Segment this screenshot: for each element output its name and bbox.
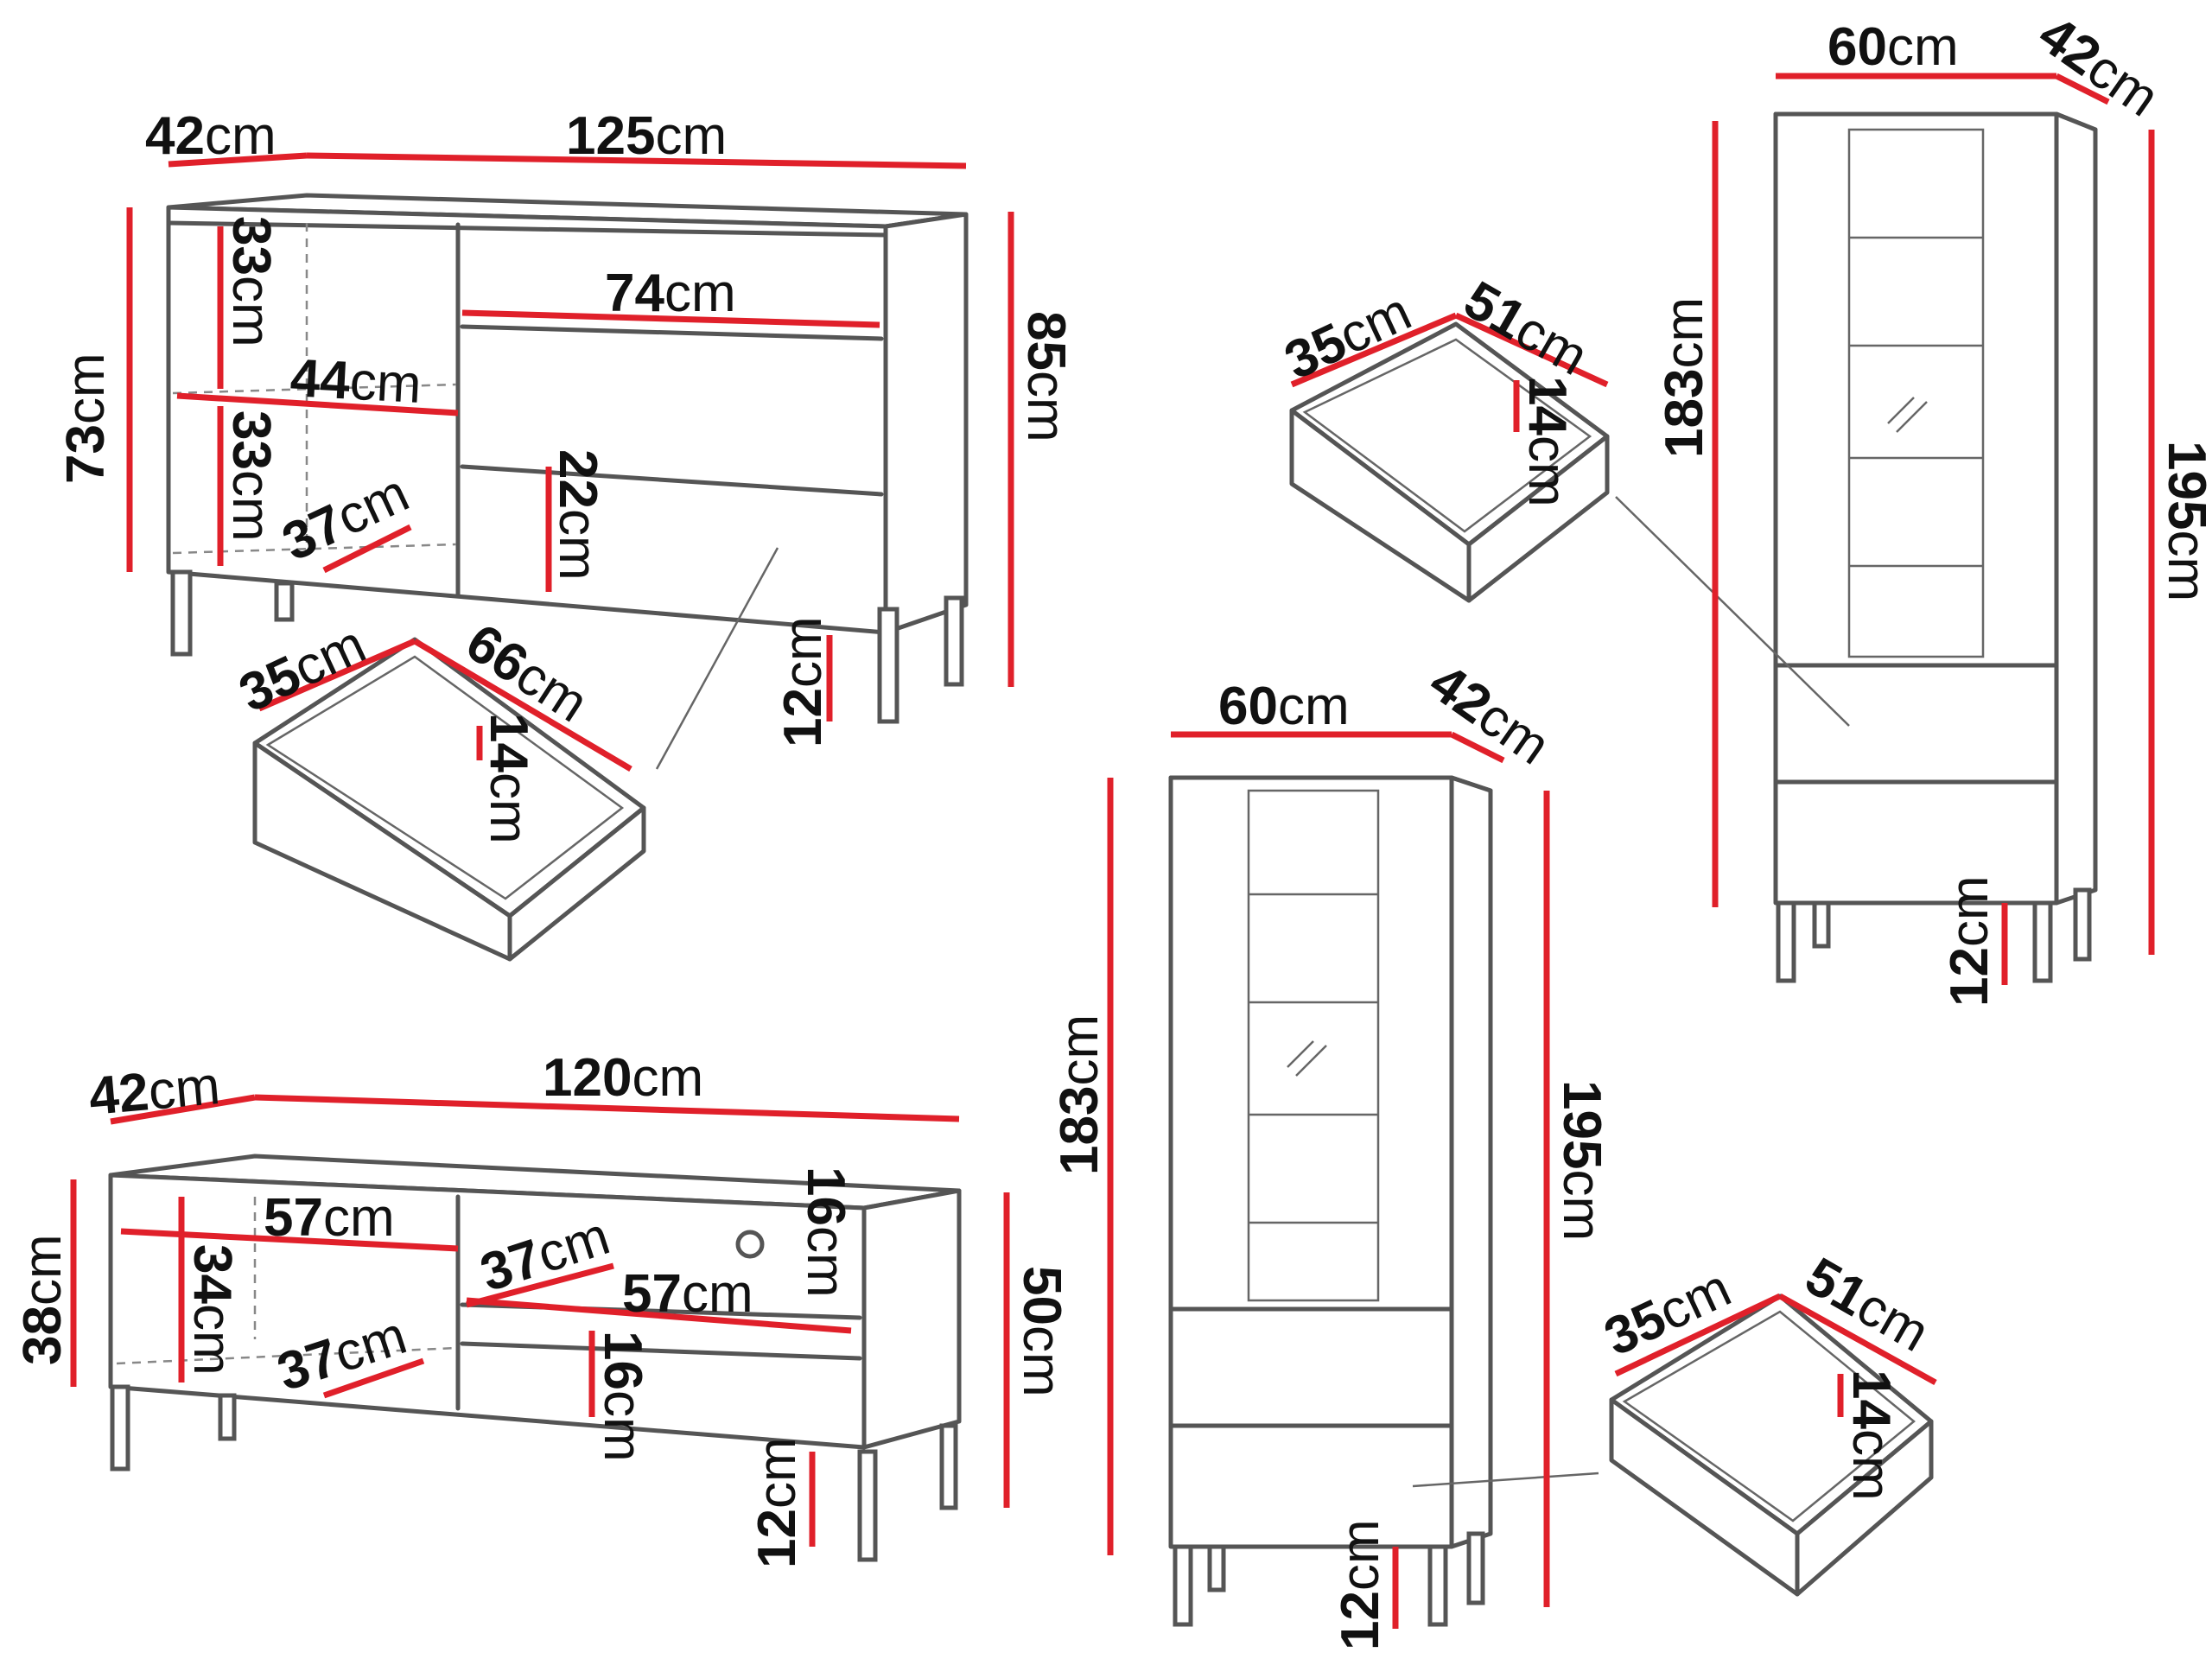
sideboard-total-height-label: 85cm	[1016, 311, 1076, 442]
right-cabinet-depth-label: 42cm	[2028, 4, 2170, 128]
sideboard-depth-label: 42cm	[145, 106, 276, 166]
tv-stand-drawer-height-label: 16cm	[593, 1331, 652, 1462]
sideboard-leg-height-label: 12cm	[773, 616, 833, 747]
right-cabinet-leg-height-label: 12cm	[1940, 875, 1999, 1007]
tv-stand-right-width-label: 57cm	[622, 1264, 753, 1324]
tv-stand-dimension-lines	[70, 1094, 1010, 1547]
tv-stand-top-height-label: 16cm	[796, 1166, 855, 1298]
center-cabinet-dimension-lines	[1107, 731, 1937, 1629]
sideboard-shelf-depth-label: 44cm	[289, 348, 423, 415]
tv-stand-depth-label: 42cm	[86, 1056, 222, 1127]
center-cabinet-width-label: 60cm	[1218, 677, 1350, 736]
tv-stand-body-height-label: 38cm	[13, 1234, 73, 1365]
right-cabinet-body-height-label: 183cm	[1655, 297, 1714, 458]
right-cabinet-width-label: 60cm	[1827, 17, 1959, 77]
center-cabinet-leg-height-label: 12cm	[1331, 1519, 1390, 1650]
sideboard-dimension-lines	[126, 152, 1014, 772]
tv-stand-labels: 42cm 120cm 38cm 50cm 57cm 34cm 37cm 37cm…	[13, 1048, 1071, 1568]
right-cabinet-drawer-height-label: 14cm	[1517, 376, 1577, 507]
tv-stand-width-label: 120cm	[543, 1048, 703, 1108]
tv-stand-left-height-label: 34cm	[182, 1244, 242, 1376]
sideboard-body-height-label: 73cm	[56, 353, 116, 484]
center-cabinet-drawer-height-label: 14cm	[1841, 1370, 1901, 1501]
sideboard-shelf-height-2-label: 33cm	[221, 410, 281, 542]
tv-stand-left-width-label: 57cm	[264, 1188, 395, 1248]
sideboard-drawer-drawing	[252, 637, 646, 962]
tv-stand-leg-height-label: 12cm	[747, 1437, 807, 1568]
center-cabinet-drawing	[1168, 775, 1599, 1627]
center-cabinet-total-height-label: 195cm	[1552, 1080, 1611, 1241]
sideboard-drawer-height-label: 14cm	[479, 713, 538, 844]
tv-stand-total-height-label: 50cm	[1012, 1266, 1071, 1397]
sideboard-shelf-height-1-label: 33cm	[221, 216, 281, 347]
right-cabinet-dimension-lines	[1290, 73, 2155, 985]
right-cabinet-drawer-drawing	[1289, 321, 1610, 603]
center-cabinet-depth-label: 42cm	[1419, 652, 1560, 776]
sideboard-drawer-front-label: 22cm	[548, 449, 607, 581]
sideboard-drawer-width-label: 74cm	[605, 264, 736, 323]
right-cabinet-drawing	[1615, 111, 2098, 983]
center-cabinet-drawer-drawing	[1609, 1294, 1934, 1597]
center-cabinet-body-height-label: 183cm	[1050, 1014, 1109, 1175]
right-cabinet-total-height-label: 195cm	[2157, 441, 2212, 601]
sideboard-width-label: 125cm	[566, 106, 727, 166]
